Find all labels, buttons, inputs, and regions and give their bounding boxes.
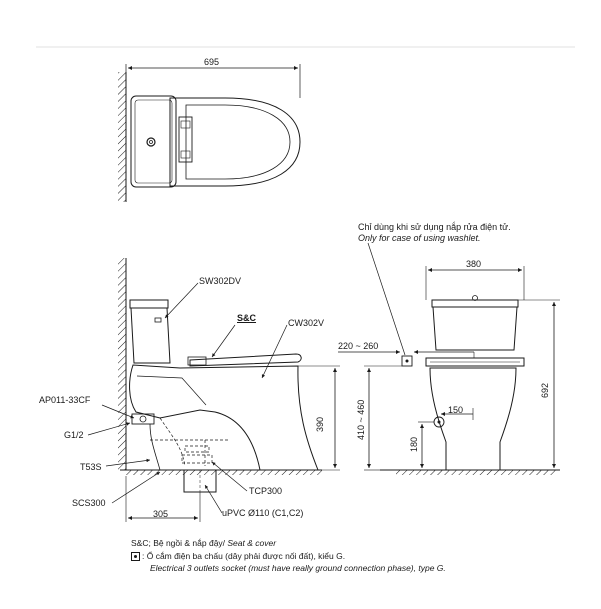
front-height-label: 692 xyxy=(540,382,550,398)
front-tank-body xyxy=(432,306,518,351)
top-view-seat xyxy=(169,97,301,187)
legend-line-1: S&C; Bệ ngồi & nắp đậy/ Seat & cover xyxy=(131,538,276,549)
side-height-label: 390 xyxy=(315,416,325,432)
flush-button-top xyxy=(146,137,156,147)
leader-bowl xyxy=(261,324,288,379)
side-hose xyxy=(149,423,161,471)
valve-offset-label: 150 xyxy=(448,405,464,415)
leader-tank xyxy=(164,282,199,319)
top-view-hinge xyxy=(178,116,193,163)
legend-line-1-vi: S&C; Bệ ngồi & nắp đậy/ xyxy=(131,538,226,548)
top-width-label: 695 xyxy=(204,57,220,67)
socket-range-label: 220 ~ 260 xyxy=(338,341,379,351)
front-seat xyxy=(425,357,525,367)
socket-height-label: 410 ~ 460 xyxy=(356,399,366,440)
top-view xyxy=(118,64,301,202)
side-tank-body xyxy=(130,307,171,364)
side-bowl xyxy=(129,364,319,471)
legend-line-2: : Ổ cắm điện ba chấu (dây phải được nối … xyxy=(131,551,345,562)
legend-line-2-text: : Ổ cắm điện ba chấu (dây phải được nối … xyxy=(142,551,346,561)
gasket-label: TCP300 xyxy=(249,486,283,496)
socket-icon xyxy=(131,552,140,561)
flange-label: SCS300 xyxy=(72,498,106,508)
top-view-wall-hatch xyxy=(118,72,126,202)
leader-flange xyxy=(111,471,161,504)
legend-line-3: Electrical 3 outlets socket (must have r… xyxy=(150,563,446,573)
side-view-floor-hatch xyxy=(126,470,322,475)
front-bowl xyxy=(429,367,517,471)
front-socket xyxy=(401,355,413,367)
leader-hose xyxy=(105,458,151,467)
tank-label: SW302DV xyxy=(199,276,242,286)
leader-gasket xyxy=(211,461,248,492)
valve-label: AP011-33CF xyxy=(39,395,91,405)
bowl-label: CW302V xyxy=(288,318,325,328)
top-view-seat-inner xyxy=(185,104,291,180)
front-width-label: 380 xyxy=(466,259,482,269)
leader-valve xyxy=(101,404,135,419)
hose-label: T53S xyxy=(80,462,102,472)
valve-height-label: 180 xyxy=(409,436,419,452)
side-view xyxy=(87,258,340,522)
side-view-wall-hatch xyxy=(118,258,126,470)
legend-line-1-en: Seat & cover xyxy=(225,538,277,548)
side-seat xyxy=(189,353,302,367)
front-tank-lid xyxy=(431,299,519,308)
seat-label: S&C xyxy=(237,313,257,323)
note-en: Only for case of using washlet. xyxy=(358,233,481,243)
leader-thread xyxy=(87,422,131,436)
top-view-tank xyxy=(130,95,177,188)
front-flush-button xyxy=(472,295,478,301)
side-valve xyxy=(131,413,155,425)
note-vi: Chỉ dùng khi sử dụng nắp rửa điện tử. xyxy=(358,222,511,232)
front-view xyxy=(338,242,560,475)
leader-seat xyxy=(211,324,236,358)
rough-in-label: 305 xyxy=(153,509,169,519)
front-floor-hatch xyxy=(396,470,556,475)
leader-pipe xyxy=(204,484,223,514)
pipe-label: uPVC Ø110 (C1,C2) xyxy=(222,508,304,518)
note-leader xyxy=(367,242,406,356)
thread-label: G1/2 xyxy=(64,430,84,440)
side-tank-lid xyxy=(129,299,169,309)
